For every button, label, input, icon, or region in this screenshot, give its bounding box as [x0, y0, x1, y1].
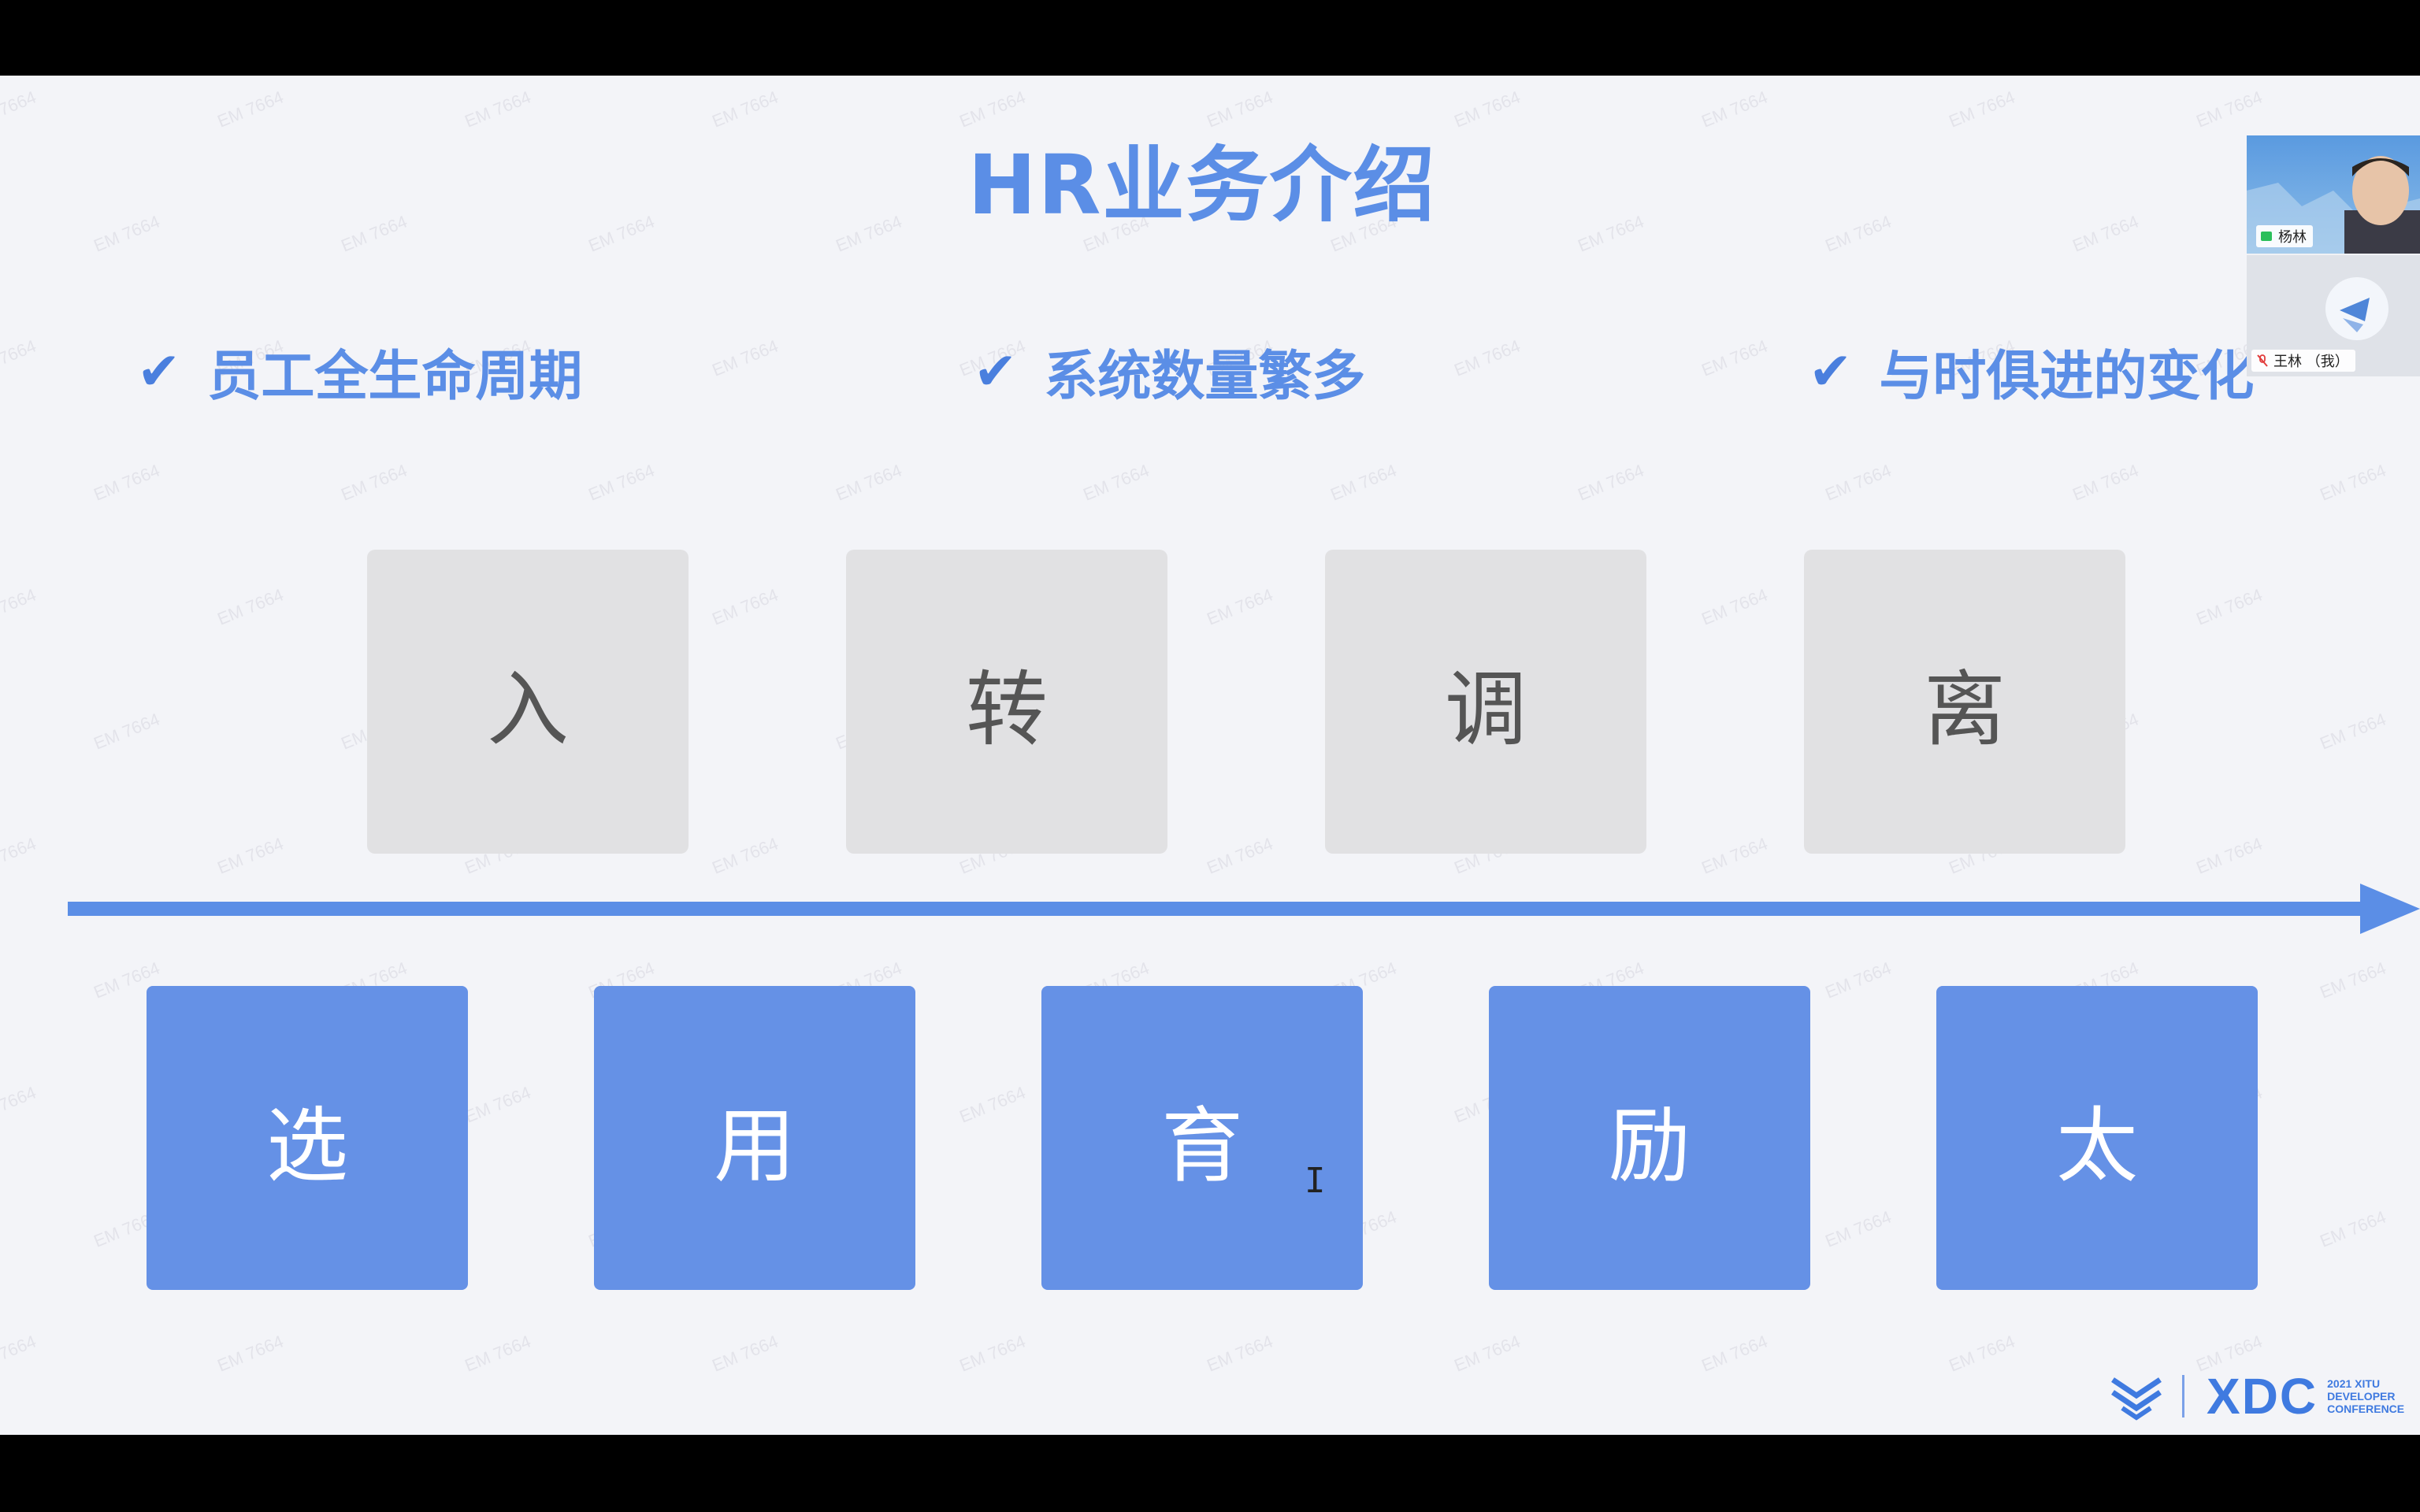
watermark-text: EM 7664 — [1822, 460, 1895, 505]
arrow-right-icon — [2360, 884, 2420, 934]
check-icon: ✔ — [137, 340, 181, 402]
feature-label: 员工全生命周期 — [207, 345, 583, 408]
xdc-logo: XDC 2021 XITU DEVELOPER CONFERENCE — [2108, 1367, 2404, 1425]
xdc-chevrons-icon — [2111, 1377, 2162, 1421]
watermark-text: EM 7664 — [214, 1331, 287, 1376]
watermark-text: EM 7664 — [214, 584, 287, 629]
check-icon: ✔ — [1809, 340, 1853, 402]
participant-video-tile[interactable]: 杨林 — [2247, 135, 2420, 254]
logo-divider — [2182, 1375, 2184, 1418]
talent-box-select: 选 — [147, 986, 468, 1290]
talent-box-develop: 育 — [1041, 986, 1363, 1290]
watermark-text: EM 7664 — [1204, 1331, 1276, 1376]
letterbox-bottom — [0, 1435, 2420, 1512]
watermark-text: EM 7664 — [0, 1331, 39, 1375]
watermark-text: EM 7664 — [2317, 709, 2389, 754]
watermark-text: EM 7664 — [2317, 460, 2389, 505]
feature-item-lifecycle: ✔ 员工全生命周期 — [137, 335, 582, 408]
logo-text: XDC — [2207, 1368, 2318, 1425]
watermark-text: EM 7664 — [709, 584, 781, 629]
watermark-text: EM 7664 — [1698, 833, 1771, 878]
presentation-slide: EM 7664 EM 7664 EM 7664 EM 7664 EM 7664 EM 76… — [0, 76, 2420, 1435]
participant-name-tag: 杨林 — [2256, 225, 2313, 247]
watermark-text: EM 7664 — [338, 460, 410, 505]
feature-label: 与时俱进的变化 — [1879, 345, 2255, 408]
participant-name: 杨林 — [2278, 229, 2307, 246]
watermark-text: EM 7664 — [709, 1331, 781, 1376]
stage-box-entry: 入 — [367, 550, 689, 854]
watermark-text: EM 7664 — [709, 833, 781, 878]
watermark-text: EM 7664 — [1822, 958, 1895, 1002]
timeline-arrow-line — [68, 902, 2368, 916]
watermark-text: EM 7664 — [2317, 1206, 2389, 1251]
self-avatar-icon — [2325, 277, 2388, 340]
watermark-text: EM 7664 — [2069, 460, 2142, 505]
watermark-text: EM 7664 — [0, 335, 39, 380]
watermark-text: EM 7664 — [462, 1082, 534, 1127]
stage-box-adjust: 调 — [1325, 550, 1646, 854]
watermark-text: EM 7664 — [91, 460, 163, 505]
talent-box-use: 用 — [594, 986, 915, 1290]
watermark-text: EM 7664 — [1698, 335, 1771, 380]
watermark-text: EM 7664 — [214, 833, 287, 878]
watermark-text: EM 7664 — [0, 833, 39, 877]
watermark-text: EM 7664 — [2193, 833, 2266, 878]
talent-box-eliminate: 太 — [1936, 986, 2258, 1290]
watermark-text: EM 7664 — [2193, 584, 2266, 629]
feature-item-systems: ✔ 系统数量繁多 — [974, 335, 1365, 408]
stage-box-leave: 离 — [1804, 550, 2125, 854]
feature-label: 系统数量繁多 — [1044, 345, 1366, 408]
feature-item-changes: ✔ 与时俱进的变化 — [1809, 335, 2254, 408]
watermark-text: EM 7664 — [0, 1082, 39, 1126]
watermark-text: EM 7664 — [1327, 460, 1400, 505]
watermark-text: EM 7664 — [462, 1331, 534, 1376]
watermark-text: EM 7664 — [0, 584, 39, 628]
watermark-text: EM 7664 — [1946, 1331, 2018, 1376]
mic-off-icon — [2257, 354, 2268, 367]
watermark-text: EM 7664 — [833, 460, 905, 505]
watermark-text: EM 7664 — [956, 1331, 1029, 1376]
talent-box-motivate: 励 — [1489, 986, 1810, 1290]
watermark-text: EM 7664 — [709, 335, 781, 380]
letterbox-top — [0, 0, 2420, 76]
meeting-video-panel: 杨林 王林 （我） — [2247, 135, 2420, 376]
participant-name: 王林 （我） — [2273, 354, 2349, 370]
stage-box-transfer: 转 — [846, 550, 1167, 854]
watermark-text: EM 7664 — [1204, 584, 1276, 629]
watermark-text: EM 7664 — [1080, 460, 1152, 505]
slide-title: HR业务介绍 — [967, 137, 1437, 233]
watermark-text: EM 7664 — [1822, 1206, 1895, 1251]
check-icon: ✔ — [974, 340, 1018, 402]
watermark-text: EM 7664 — [585, 460, 658, 505]
logo-subtitle: 2021 XITU DEVELOPER CONFERENCE — [2327, 1377, 2405, 1415]
camera-on-icon — [2261, 232, 2272, 241]
watermark-text: EM 7664 — [91, 709, 163, 754]
watermark-text: EM 7664 — [956, 1082, 1029, 1127]
watermark-text: EM 7664 — [1451, 1331, 1524, 1376]
self-video-tile[interactable]: 王林 （我） — [2247, 255, 2420, 376]
watermark-text: EM 7664 — [1698, 584, 1771, 629]
watermark-text: EM 7664 — [2317, 958, 2389, 1002]
participant-name-tag: 王林 （我） — [2251, 350, 2355, 372]
watermark-text: EM 7664 — [1451, 335, 1524, 380]
watermark-text: EM 7664 — [1698, 1331, 1771, 1376]
watermark-text: EM 7664 — [1575, 460, 1647, 505]
watermark-text: EM 7664 — [1204, 833, 1276, 878]
text-cursor-icon: I — [1305, 1161, 1326, 1201]
